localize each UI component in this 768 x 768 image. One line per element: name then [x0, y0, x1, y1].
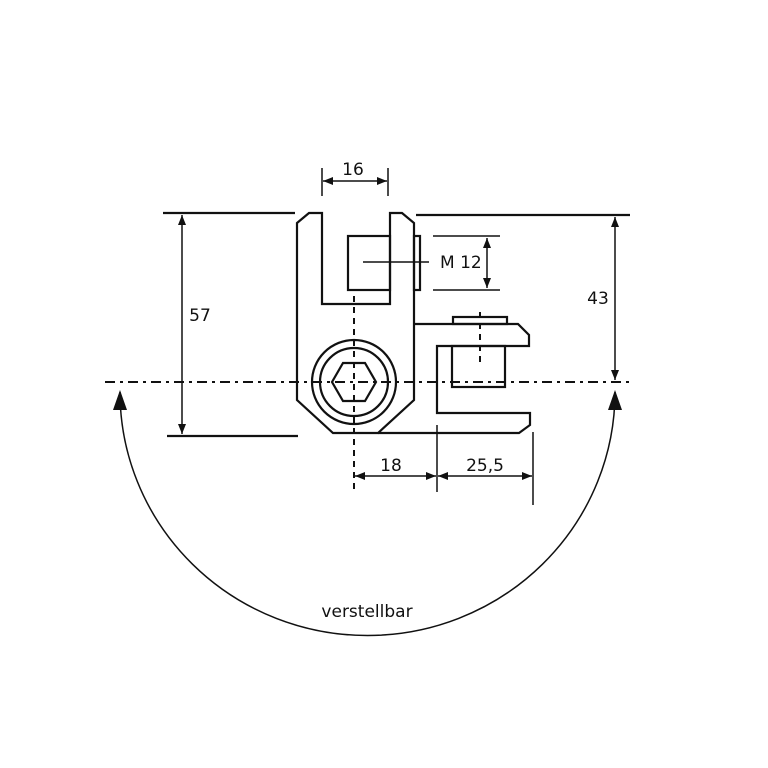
label-25-5: 25,5: [466, 456, 504, 476]
washer-inner: [318, 346, 390, 418]
bracket-arm: [378, 322, 532, 435]
washer-outer: [310, 338, 398, 426]
label-57: 57: [189, 306, 211, 326]
centerlines: [105, 296, 632, 492]
arrow-up-left-icon: [113, 390, 127, 410]
label-16: 16: [342, 160, 364, 180]
label-43: 43: [587, 289, 609, 309]
nut: [450, 344, 507, 389]
pin-head: [412, 234, 422, 292]
label-m12: M 12: [440, 253, 482, 273]
dimension-lines: [163, 168, 630, 505]
arrow-up-right-icon: [608, 390, 622, 410]
hex-socket-icon: [330, 361, 378, 403]
label-verstellbar: verstellbar: [321, 602, 412, 622]
adjustment-arc: [119, 391, 616, 637]
nut-plate: [451, 315, 509, 326]
clevis-body: [295, 211, 416, 435]
pin-bolt: [346, 234, 392, 292]
label-18: 18: [380, 456, 402, 476]
